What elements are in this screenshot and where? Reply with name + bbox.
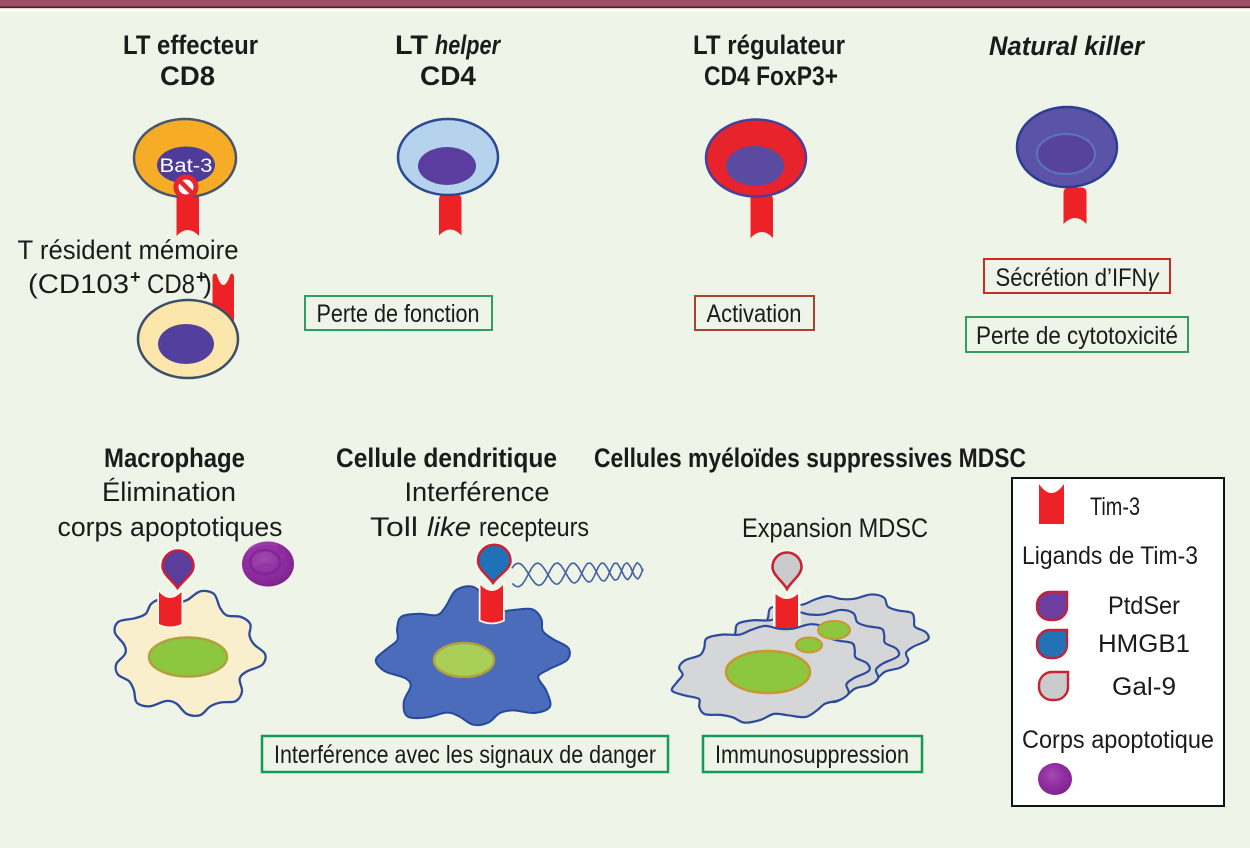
svg-text:LT régulateur: LT régulateur [693, 30, 845, 60]
svg-text:CD4: CD4 [420, 61, 476, 91]
svg-text:Expansion MDSC: Expansion MDSC [742, 513, 928, 543]
svg-text:Perte de fonction: Perte de fonction [317, 300, 480, 328]
svg-text:(CD103: (CD103 [28, 269, 129, 299]
svg-text:Cellule dendritique: Cellule dendritique [336, 443, 557, 473]
svg-text:Bat-3: Bat-3 [160, 156, 213, 177]
svg-text:Tim-3: Tim-3 [1090, 493, 1140, 521]
svg-text:LT effecteur: LT effecteur [123, 30, 258, 60]
svg-text:corps apoptotiques: corps apoptotiques [58, 512, 283, 542]
svg-text:CD8: CD8 [147, 269, 195, 299]
svg-text:Toll: Toll [370, 512, 418, 542]
svg-text:Ligands de Tim-3: Ligands de Tim-3 [1022, 542, 1198, 570]
svg-text:Interférence avec les signaux: Interférence avec les signaux de danger [274, 741, 656, 769]
svg-text:Sécrétion d’IFNγ: Sécrétion d’IFNγ [996, 264, 1160, 292]
svg-text:): ) [203, 269, 212, 299]
svg-text:Corps apoptotique: Corps apoptotique [1022, 726, 1214, 754]
svg-text:HMGB1: HMGB1 [1098, 630, 1190, 658]
svg-text:helper: helper [435, 30, 501, 60]
svg-text:Perte de cytotoxicité: Perte de cytotoxicité [976, 322, 1178, 350]
svg-text:Cellules myéloïdes suppressive: Cellules myéloïdes suppressives MDSC [594, 443, 1026, 473]
svg-text:CD8: CD8 [160, 61, 215, 91]
svg-text:+: + [196, 267, 207, 287]
svg-text:Gal-9: Gal-9 [1112, 673, 1176, 701]
svg-text:Élimination: Élimination [102, 477, 236, 507]
svg-text:CD4 FoxP3+: CD4 FoxP3+ [704, 61, 838, 91]
svg-text:+: + [130, 267, 141, 287]
svg-text:like: like [427, 512, 471, 542]
svg-text:Macrophage: Macrophage [104, 443, 245, 473]
svg-text:recepteurs: recepteurs [479, 512, 589, 542]
svg-text:LT: LT [395, 30, 429, 60]
svg-text:PtdSer: PtdSer [1108, 592, 1180, 620]
svg-text:Interférence: Interférence [405, 477, 550, 507]
svg-text:Activation: Activation [707, 300, 802, 328]
svg-text:Natural killer: Natural killer [989, 31, 1145, 61]
svg-text:T résident mémoire: T résident mémoire [18, 235, 239, 265]
svg-text:Immunosuppression: Immunosuppression [715, 741, 909, 769]
